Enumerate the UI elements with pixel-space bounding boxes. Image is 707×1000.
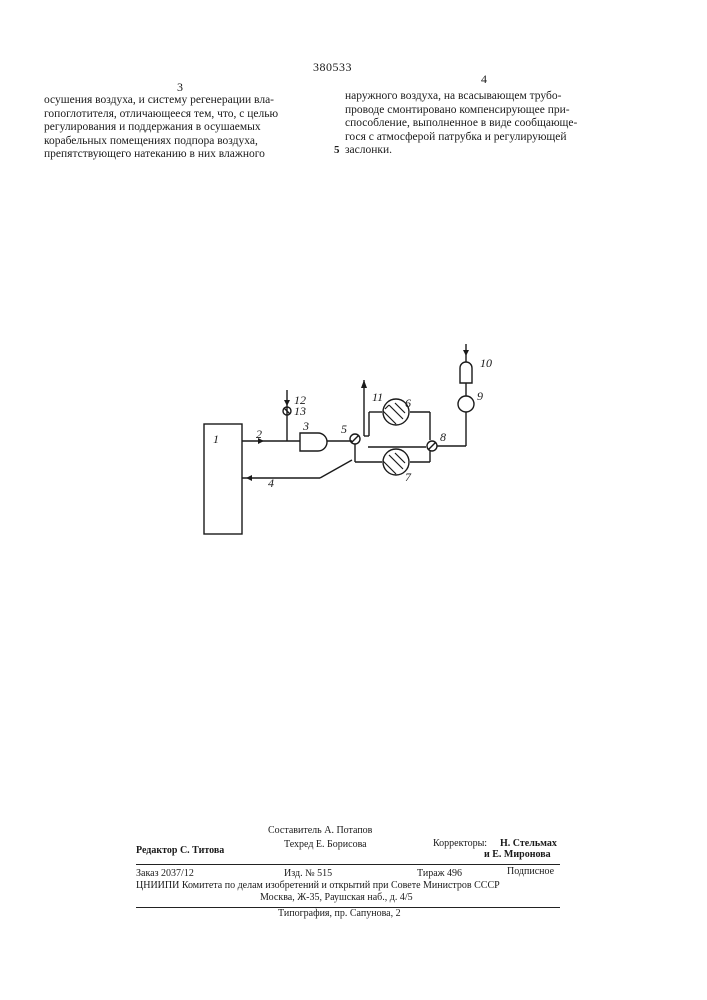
edition-number: Изд. № 515: [284, 868, 332, 879]
address-line: Москва, Ж-35, Раушская наб., д. 4/5: [260, 892, 413, 903]
techred-line: Техред Е. Борисова: [284, 839, 367, 850]
diagram-label-4: 4: [268, 476, 274, 491]
diagram-label-11: 11: [372, 390, 383, 405]
diagram-label-6: 6: [405, 396, 411, 411]
fan-3: [300, 433, 327, 451]
circulation: Тираж 496: [417, 868, 462, 879]
chamber-1: [204, 424, 242, 534]
diagram-label-1: 1: [213, 432, 219, 447]
printer-line: Типография, пр. Сапунова, 2: [278, 908, 401, 919]
diagram-label-3: 3: [303, 419, 309, 434]
corrector-2: и Е. Миронова: [484, 849, 551, 860]
subscription: Подписное: [507, 866, 554, 877]
composer-line: Составитель А. Потапов: [268, 825, 372, 836]
diagram-label-10: 10: [480, 356, 492, 371]
diagram-label-8: 8: [440, 430, 446, 445]
heater-9: [458, 396, 474, 412]
fan-10: [460, 362, 472, 383]
org-line: ЦНИИПИ Комитета по делам изобретений и о…: [136, 880, 500, 891]
editor-line: Редактор С. Титова: [136, 845, 224, 856]
diagram-label-5: 5: [341, 422, 347, 437]
diagram-label-13: 13: [294, 404, 306, 419]
diagram-label-9: 9: [477, 389, 483, 404]
corrector-1: Н. Стельмах: [500, 838, 557, 849]
diagram-label-2: 2: [256, 427, 262, 442]
diagram-label-7: 7: [405, 470, 411, 485]
correctors-label: Корректоры:: [433, 838, 487, 849]
order-number: Заказ 2037/12: [136, 868, 194, 879]
footer-rule-top: [136, 864, 560, 865]
